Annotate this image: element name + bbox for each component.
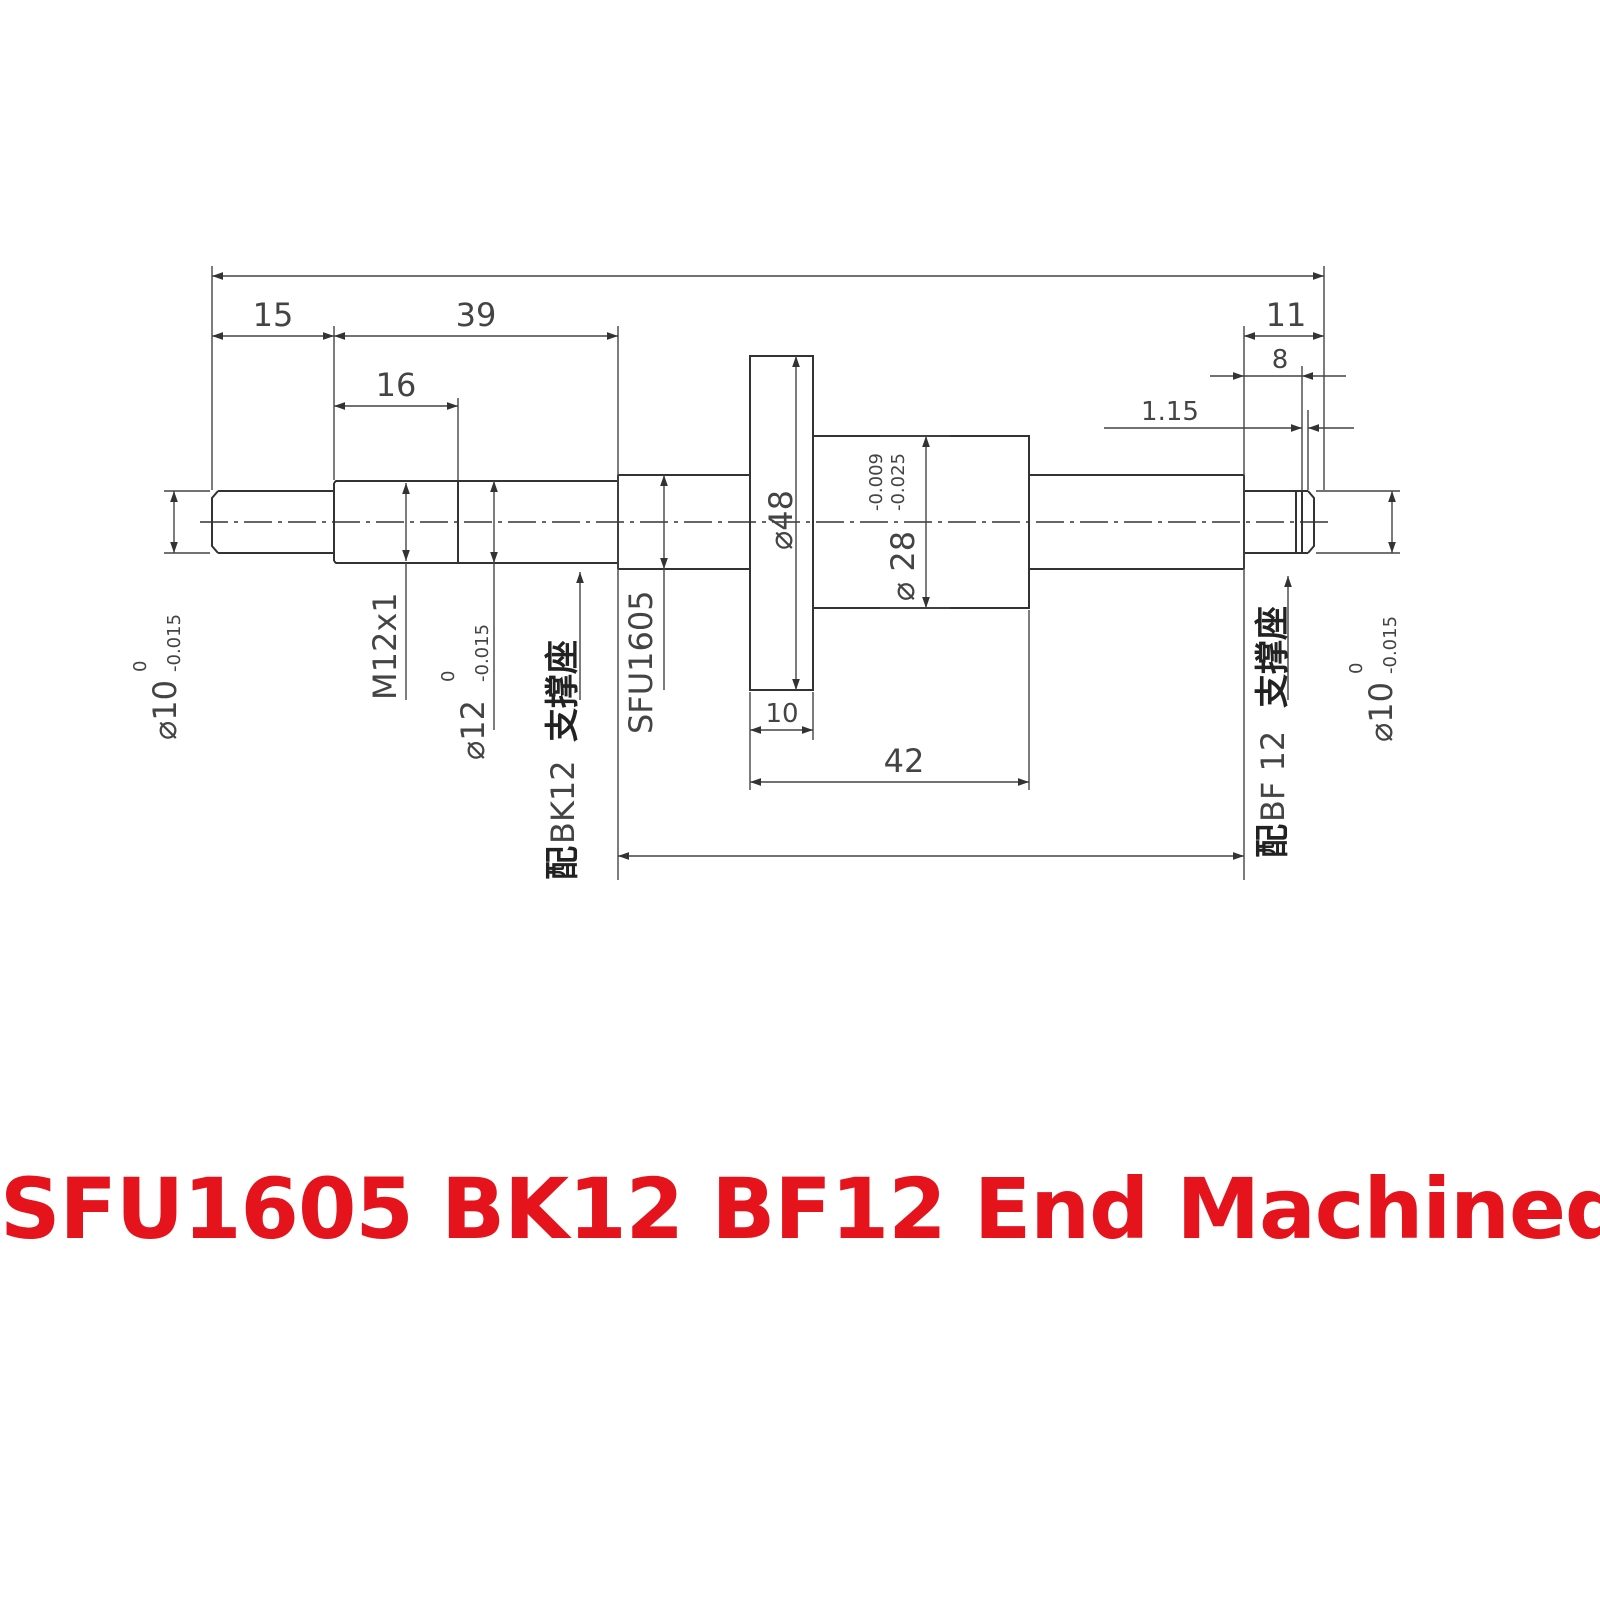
dimension-lines xyxy=(170,272,1396,860)
tol-left-zero: 0 xyxy=(130,661,151,672)
dim-39: 39 xyxy=(456,296,497,334)
dim-16: 16 xyxy=(376,366,417,404)
label-thread: M12x1 xyxy=(366,592,404,700)
label-bf-support: BF 12 xyxy=(1254,731,1292,822)
tol-bk-zero: 0 xyxy=(438,671,459,682)
dim-11: 11 xyxy=(1266,296,1307,334)
tol-right-zero: 0 xyxy=(1346,663,1367,674)
dim-42: 42 xyxy=(884,742,925,780)
label-bk-cjk: 配 xyxy=(543,846,583,880)
dim-dia-28: ⌀ 28 xyxy=(884,531,922,601)
tol-nut-upper: -0.009 xyxy=(866,453,887,511)
label-left-dia: ⌀10 xyxy=(146,680,184,740)
label-bf-cjk: 配 xyxy=(1253,824,1293,858)
label-screw: SFU1605 xyxy=(622,590,660,734)
label-bf-cjk2: 支撑座 xyxy=(1253,606,1293,708)
product-caption: SFU1605 BK12 BF12 End Machined xyxy=(0,1160,1600,1258)
ball-screw-drawing: 15 39 16 11 8 1.15 10 42 ⌀48 ⌀ 28 -0.009… xyxy=(130,266,1401,880)
dim-8: 8 xyxy=(1272,345,1289,375)
label-bk-cjk2: 支撑座 xyxy=(543,640,583,742)
dim-15: 15 xyxy=(253,296,294,334)
tol-bk-minus: -0.015 xyxy=(472,624,493,682)
extension-lines xyxy=(164,266,1400,880)
tol-nut-lower: -0.025 xyxy=(888,453,909,511)
dim-dia-48: ⌀48 xyxy=(762,490,800,550)
dim-1-15: 1.15 xyxy=(1141,397,1199,427)
tol-right-minus: -0.015 xyxy=(1380,616,1401,674)
label-right-dia: ⌀10 xyxy=(1362,682,1400,742)
label-bk-support: BK12 xyxy=(544,760,582,844)
label-bk-dia: ⌀12 xyxy=(454,700,492,760)
tol-left-minus: -0.015 xyxy=(164,614,185,672)
dim-10: 10 xyxy=(765,699,798,729)
